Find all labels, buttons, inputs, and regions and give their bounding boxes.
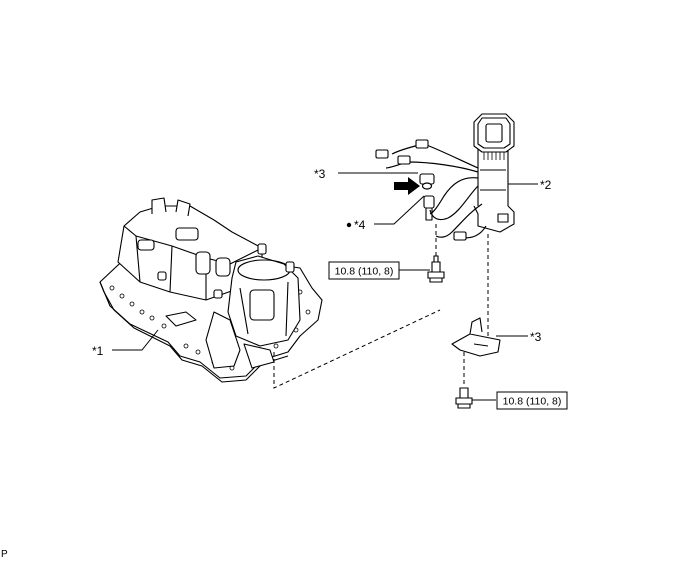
bullet-dot-icon	[346, 222, 352, 228]
bolt-upper	[427, 255, 445, 283]
o-ring	[421, 182, 433, 190]
bolt-lower	[455, 387, 473, 409]
alignment-lines	[273, 224, 489, 389]
callout-4: *4	[354, 218, 366, 232]
callout-1: *1	[92, 344, 104, 358]
torque-spec-lower-text: 10.8 (110, 8)	[503, 396, 562, 408]
callout-2: *2	[540, 178, 552, 192]
callout-3-top: *3	[314, 167, 326, 181]
torque-spec-lower: 10.8 (110, 8)	[496, 391, 568, 410]
arrow-indicator-icon	[394, 177, 420, 195]
torque-spec-upper: 10.8 (110, 8)	[328, 261, 400, 280]
leader-lines	[112, 172, 538, 401]
callout-3-bottom: *3	[530, 330, 542, 344]
valve-body-assembly	[99, 197, 323, 383]
torque-spec-upper-text: 10.8 (110, 8)	[335, 266, 394, 278]
sensor-harness-assembly	[375, 113, 515, 241]
corner-mark: P	[1, 549, 8, 560]
bracket	[451, 317, 501, 357]
